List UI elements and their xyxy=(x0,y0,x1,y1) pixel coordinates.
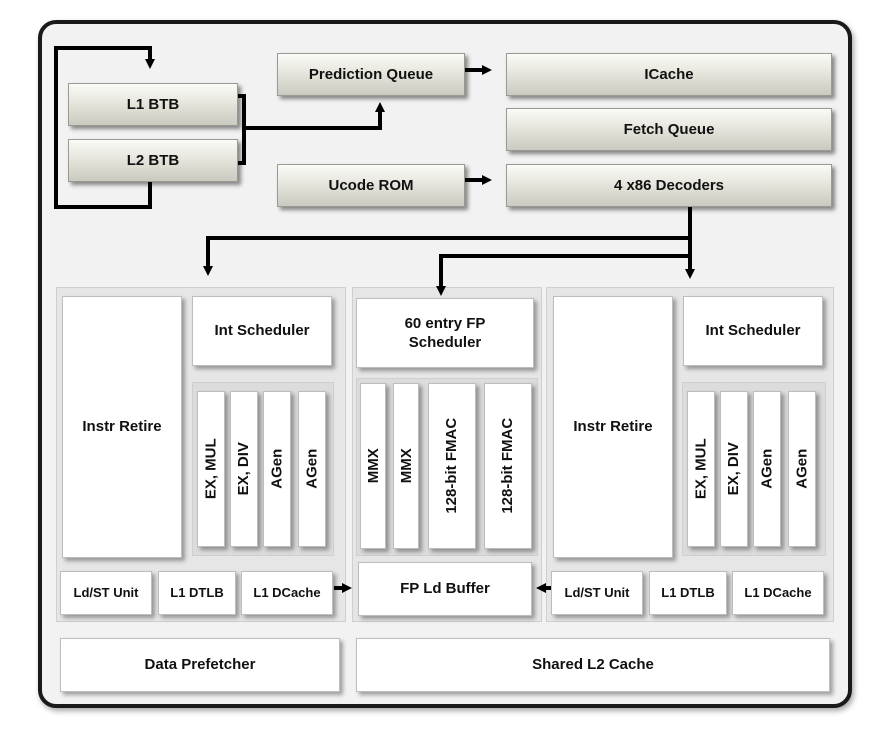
right-agen-unit-1: AGen xyxy=(753,391,781,547)
left-agen-unit-1: AGen xyxy=(263,391,291,547)
right-instr-retire-block: Instr Retire xyxy=(553,296,673,558)
fp-ld-buffer-label: FP Ld Buffer xyxy=(400,580,490,598)
btb-to-prediction-queue-arrow xyxy=(238,94,246,165)
fp-scheduler-block: 60 entry FP Scheduler xyxy=(356,298,534,368)
prediction-queue-label: Prediction Queue xyxy=(308,65,434,83)
left-l1-dtlb-block: L1 DTLB xyxy=(158,571,236,615)
left-int-scheduler-block: Int Scheduler xyxy=(192,296,332,366)
right-int-scheduler-label: Int Scheduler xyxy=(705,322,801,340)
left-agen-unit-2: AGen xyxy=(298,391,326,547)
shared-l2-cache-block: Shared L2 Cache xyxy=(356,638,830,692)
l2-btb-label: L2 BTB xyxy=(126,151,180,169)
right-l1-dcache-block: L1 DCache xyxy=(732,571,824,615)
right-agen-unit-2: AGen xyxy=(788,391,816,547)
btb-to-pq-line xyxy=(244,102,385,130)
left-instr-retire-block: Instr Retire xyxy=(62,296,182,558)
right-int-scheduler-block: Int Scheduler xyxy=(683,296,823,366)
right-instr-retire-label: Instr Retire xyxy=(573,418,653,436)
data-prefetcher-block: Data Prefetcher xyxy=(60,638,340,692)
fetch-queue-block: Fetch Queue xyxy=(506,108,832,151)
right-l1-dtlb-label: L1 DTLB xyxy=(661,584,715,600)
right-l1-dtlb-block: L1 DTLB xyxy=(649,571,727,615)
decoders-label: 4 x86 Decoders xyxy=(613,176,725,194)
fp-fmac-unit-1: 128-bit FMAC xyxy=(428,383,476,549)
left-ldst-unit-block: Ld/ST Unit xyxy=(60,571,152,615)
fp-mmx-unit-1: MMX xyxy=(360,383,386,549)
icache-block: ICache xyxy=(506,53,832,96)
l2-btb-block: L2 BTB xyxy=(68,139,238,182)
fetch-queue-label: Fetch Queue xyxy=(623,120,715,138)
decoders-block: 4 x86 Decoders xyxy=(506,164,832,207)
shared-l2-cache-label: Shared L2 Cache xyxy=(532,656,654,674)
left-l1-dcache-block: L1 DCache xyxy=(241,571,333,615)
right-ldst-unit-label: Ld/ST Unit xyxy=(564,584,630,600)
left-int-scheduler-label: Int Scheduler xyxy=(214,322,310,340)
left-instr-retire-label: Instr Retire xyxy=(82,418,162,436)
icache-label: ICache xyxy=(644,65,694,83)
fp-scheduler-label: 60 entry FP Scheduler xyxy=(404,314,486,352)
data-prefetcher-label: Data Prefetcher xyxy=(144,656,256,674)
right-ex-div-unit: EX, DIV xyxy=(720,391,748,547)
right-ex-mul-unit: EX, MUL xyxy=(687,391,715,547)
decoders-to-left-core-arrow xyxy=(203,236,690,276)
left-ldst-unit-label: Ld/ST Unit xyxy=(73,584,139,600)
l1-btb-label: L1 BTB xyxy=(126,95,180,113)
ucode-rom-label: Ucode ROM xyxy=(328,176,414,194)
fp-fmac-unit-2: 128-bit FMAC xyxy=(484,383,532,549)
fp-ld-buffer-block: FP Ld Buffer xyxy=(358,562,532,616)
right-ldst-unit-block: Ld/ST Unit xyxy=(551,571,643,615)
l1-btb-block: L1 BTB xyxy=(68,83,238,126)
decoders-to-fp-arrow xyxy=(436,254,690,296)
left-ex-mul-unit: EX, MUL xyxy=(197,391,225,547)
ucode-rom-block: Ucode ROM xyxy=(277,164,465,207)
right-l1-dcache-label: L1 DCache xyxy=(744,584,812,600)
fp-mmx-unit-2: MMX xyxy=(393,383,419,549)
prediction-queue-block: Prediction Queue xyxy=(277,53,465,96)
left-ex-div-unit: EX, DIV xyxy=(230,391,258,547)
left-l1-dtlb-label: L1 DTLB xyxy=(170,584,224,600)
left-l1-dcache-label: L1 DCache xyxy=(253,584,321,600)
btb-loop-arrow xyxy=(54,46,155,209)
